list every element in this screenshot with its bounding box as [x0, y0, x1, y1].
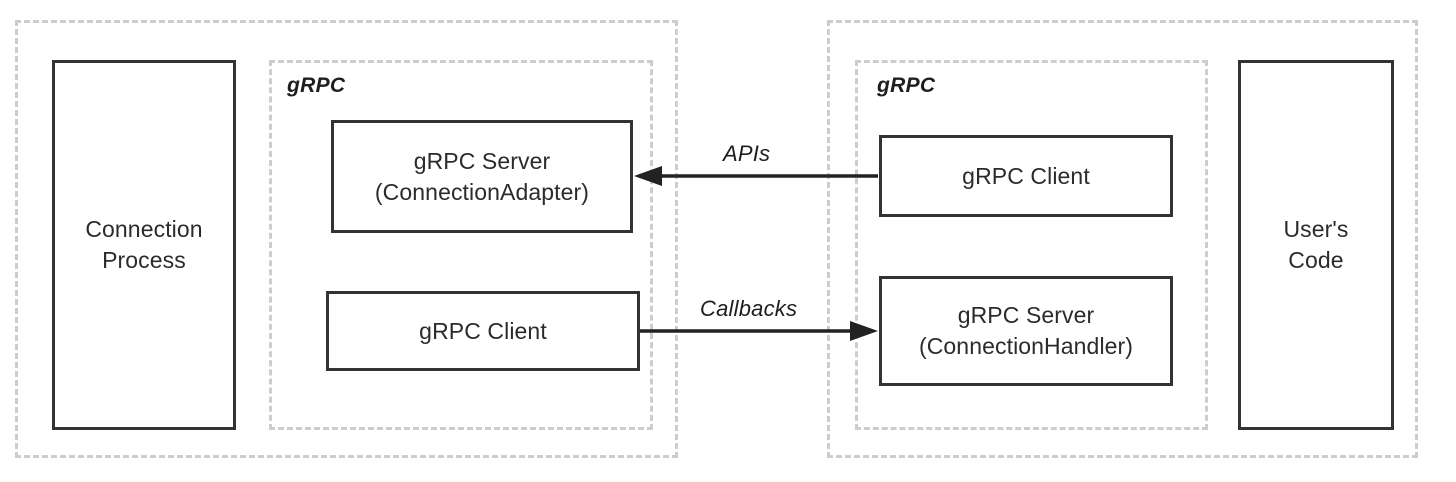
box-grpc-server-connection-adapter[interactable]: gRPC Server (ConnectionAdapter) [331, 120, 633, 233]
box-connection-process-label: Connection Process [85, 216, 203, 273]
group-grpc-left-label: gRPC [287, 74, 346, 97]
box-grpc-client-left[interactable]: gRPC Client [326, 291, 640, 371]
box-users-code[interactable]: User's Code [1238, 60, 1394, 430]
box-grpc-client-right[interactable]: gRPC Client [879, 135, 1173, 217]
edge-callbacks-label: Callbacks [700, 296, 798, 321]
box-grpc-server-connection-handler[interactable]: gRPC Server (ConnectionHandler) [879, 276, 1173, 386]
group-connection-process-outer [15, 20, 678, 458]
edge-apis-label: APIs [723, 141, 771, 166]
box-grpc-client-left-label: gRPC Client [419, 317, 547, 344]
box-grpc-server-connection-handler-label: gRPC Server (ConnectionHandler) [918, 302, 1134, 359]
group-grpc-right-label: gRPC [877, 74, 936, 97]
box-grpc-client-right-label: gRPC Client [962, 162, 1090, 189]
box-grpc-server-connection-adapter-label: gRPC Server (ConnectionAdapter) [374, 147, 590, 205]
group-grpc-right [855, 60, 1208, 430]
box-users-code-label: User's Code [1283, 216, 1349, 273]
box-connection-process[interactable]: Connection Process [52, 60, 236, 430]
group-user-code-outer [827, 20, 1418, 458]
group-grpc-left [269, 60, 653, 430]
